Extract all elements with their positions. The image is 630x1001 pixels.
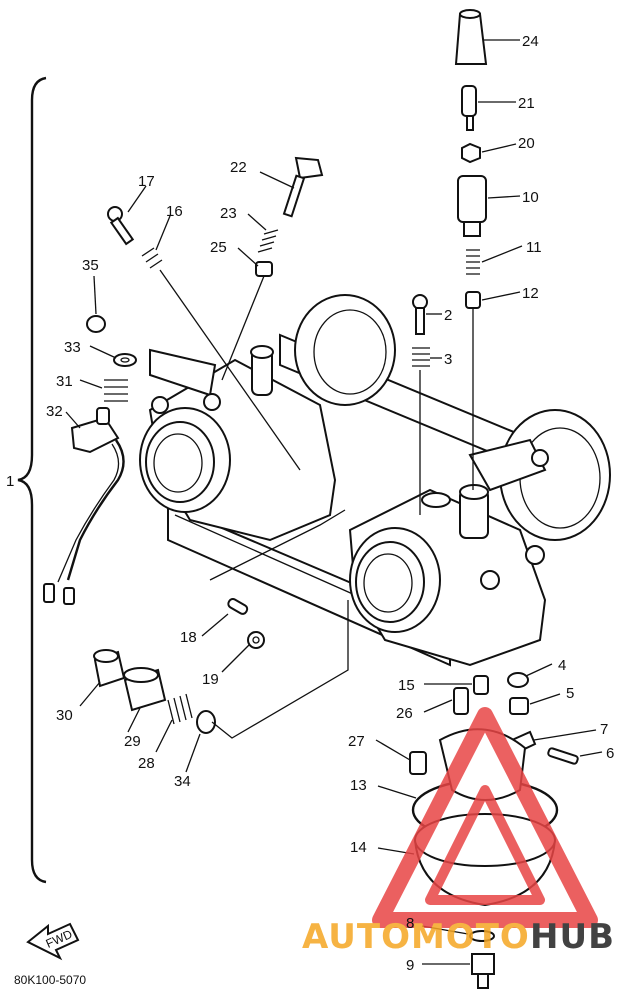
callout-label: 3 — [444, 351, 452, 368]
callout-label: 17 — [138, 173, 155, 190]
callout-label: 8 — [406, 915, 414, 932]
callout-label: 27 — [348, 733, 365, 750]
callout-label: 7 — [600, 721, 608, 738]
watermark-text-part2: HUB — [530, 917, 615, 957]
callout-label: 26 — [396, 705, 413, 722]
callout-label: 12 — [522, 285, 539, 302]
callout-label: 30 — [56, 707, 73, 724]
callout-label: 13 — [350, 777, 367, 794]
callout-label: 16 — [166, 203, 183, 220]
callout-label: 33 — [64, 339, 81, 356]
callout-label: 9 — [406, 957, 414, 974]
watermark: AUTOMOTO HUB — [302, 707, 615, 957]
callout-label: 14 — [350, 839, 367, 856]
callout-label: 29 — [124, 733, 141, 750]
bracket-label: 1 — [6, 473, 14, 490]
assembly-bracket: 1 — [6, 76, 47, 884]
callouts: 24 21 20 10 11 12 2 3 22 23 25 17 16 35 … — [46, 33, 614, 974]
callout-label: 19 — [202, 671, 219, 688]
callout-label: 35 — [82, 257, 99, 274]
callout-label: 18 — [180, 629, 197, 646]
callout-label: 23 — [220, 205, 237, 222]
callout-label: 2 — [444, 307, 452, 324]
callout-label: 22 — [230, 159, 247, 176]
callout-label: 28 — [138, 755, 155, 772]
callout-label: 5 — [566, 685, 574, 702]
callout-label: 21 — [518, 95, 535, 112]
callout-label: 31 — [56, 373, 73, 390]
callout-label: 20 — [518, 135, 535, 152]
sensor-wire — [43, 407, 125, 605]
callout-label: 15 — [398, 677, 415, 694]
callout-label: 11 — [526, 239, 542, 256]
callout-label: 6 — [606, 745, 614, 762]
carburetor-body — [139, 294, 611, 667]
callout-label: 25 — [210, 239, 227, 256]
callout-label: 34 — [174, 773, 191, 790]
forward-direction-arrow: FWD — [26, 922, 80, 961]
leader-lines — [65, 39, 603, 965]
callout-label: 24 — [522, 33, 539, 50]
watermark-text-part1: AUTOMOTO — [302, 917, 530, 957]
callout-label: 32 — [46, 403, 63, 420]
callout-label: 4 — [558, 657, 566, 674]
drawing-code: 80K100-5070 — [14, 973, 86, 987]
callout-label: 10 — [522, 189, 539, 206]
watermark-logo-icon — [372, 707, 598, 928]
